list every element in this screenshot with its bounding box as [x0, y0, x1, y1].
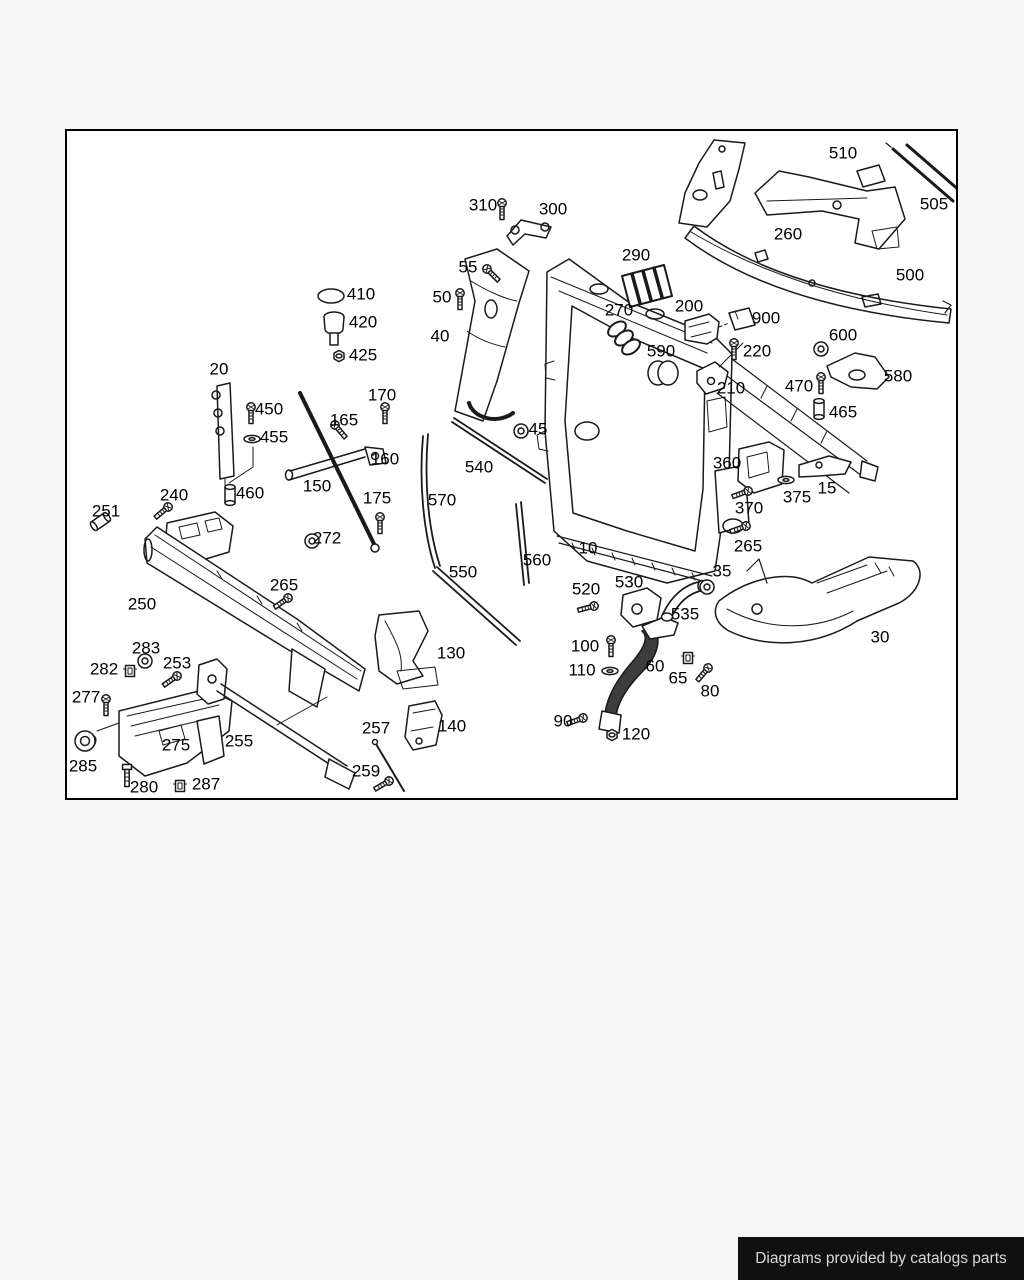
part-15-bracket [799, 456, 851, 477]
part-570-strip [422, 434, 441, 568]
part-200-lock-bracket [685, 314, 729, 344]
screw-icon-90 [565, 711, 590, 729]
part-250-crossmember [144, 512, 365, 707]
screw-icon-277 [101, 694, 111, 717]
part-270-grommets [605, 318, 642, 357]
part-20-strut [212, 383, 253, 497]
screw-icon-310 [497, 198, 507, 221]
clipnut-icon-65 [680, 651, 696, 665]
grommet-icon-35 [699, 579, 715, 595]
part-upper-frame-upright [679, 140, 745, 227]
part-360-bracket [738, 442, 784, 493]
part-580-bracket [827, 353, 889, 389]
part-560-strip [516, 502, 529, 585]
part-257-rod [373, 740, 405, 792]
part-10-right-rails [717, 359, 878, 493]
diagram-frame [65, 129, 958, 800]
part-500-lower-band [685, 226, 951, 323]
grommet-icon-283 [137, 653, 153, 669]
part-10-front-carrier [537, 259, 749, 583]
part-300-bracket [507, 220, 551, 245]
part-255-strut [197, 659, 355, 789]
part-540-strip [452, 418, 547, 483]
washer-icon-375 [777, 475, 795, 485]
screw-icon-100 [606, 635, 616, 658]
part-130-bracket [375, 611, 438, 689]
part-530-bracket [621, 588, 661, 627]
bolt-icon-280 [121, 763, 133, 788]
screw-icon-520 [576, 600, 600, 616]
screw-icon-470 [816, 372, 826, 395]
clip-icon-282 [122, 664, 138, 678]
part-590-bushing [648, 361, 678, 385]
part-40-side-bracket [455, 249, 529, 421]
footer-attribution-text: Diagrams provided by catalogs parts [755, 1249, 1007, 1267]
nut-icon-120 [606, 728, 618, 742]
screw-icon-259 [371, 774, 396, 794]
grommet-icon-600 [813, 341, 829, 357]
washer-icon-455 [243, 434, 261, 444]
part-165-stay-rod [300, 393, 379, 552]
screw-icon-240 [151, 500, 175, 522]
part-290-grille [622, 265, 672, 307]
screw-icon-50 [455, 288, 465, 311]
knob-icon-420 [324, 312, 344, 345]
screw-icon-253 [160, 669, 184, 690]
part-505-strips [886, 143, 956, 203]
sleeve-icon-465 [813, 397, 825, 421]
part-30-bumper-bracket [715, 557, 920, 643]
part-210-bracket [697, 343, 743, 394]
part-550-strip [433, 567, 520, 645]
screw-icon-265-left [271, 591, 295, 612]
bushing-icon-251 [88, 510, 113, 533]
part-260-bracket [755, 171, 905, 249]
part-275-bracket-plate [97, 689, 232, 776]
part-140-bracket [405, 701, 442, 750]
grommet-icon-272 [304, 533, 320, 549]
nut-icon-425 [333, 349, 345, 363]
part-900-plate [729, 308, 755, 330]
diagram-line-art [74, 131, 956, 794]
screw-icon-80 [693, 661, 715, 685]
oring-icon-410 [318, 289, 344, 303]
grommet-icon-45 [513, 423, 529, 439]
plug-icon-285 [74, 730, 97, 752]
screw-icon-175 [375, 512, 385, 535]
part-150-tube [286, 447, 387, 480]
screw-icon-165 [328, 418, 350, 442]
fasteners [74, 198, 829, 794]
footer-attribution-bar: Diagrams provided by catalogs parts [738, 1237, 1024, 1280]
screw-icon-170 [380, 402, 390, 425]
part-510-plate [857, 165, 885, 187]
washer-icon-110 [601, 666, 619, 676]
clip-icon-287 [172, 779, 188, 793]
screw-icon-450 [246, 402, 256, 425]
sleeve-icon-460 [224, 483, 236, 507]
